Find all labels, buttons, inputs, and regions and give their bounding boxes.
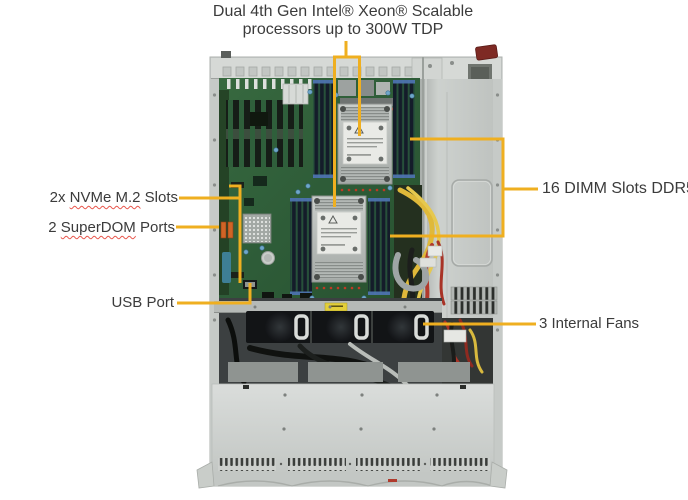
rear-tab	[221, 51, 231, 58]
fans-callout-label: 3 Internal Fans	[539, 315, 640, 332]
psu-bay	[420, 57, 498, 318]
internal-fans	[246, 311, 434, 343]
dimm-bank-4	[368, 198, 390, 295]
fan-clip	[414, 314, 429, 340]
front-panel	[196, 383, 508, 489]
pcie-slots	[226, 100, 303, 167]
warning-sticker	[324, 302, 348, 312]
front-vents	[218, 458, 490, 471]
callout-line-nvme	[179, 184, 242, 283]
chipset-heatsink	[242, 213, 272, 244]
nvme-callout-label: 2x NVMe M.2 Slots	[49, 189, 178, 206]
power-cables	[392, 185, 446, 313]
dimm-callout-label: 16 DIMM Slots DDR5	[542, 180, 688, 197]
usb-callout-label: USB Port	[111, 294, 174, 311]
fan-clip	[294, 314, 309, 340]
chassis-foot-left	[196, 461, 215, 489]
psu-connector	[443, 329, 467, 343]
chassis-foot-right	[489, 461, 508, 489]
dimm-bank-1	[313, 80, 335, 178]
motherboard	[219, 78, 420, 304]
chassis-latch	[475, 44, 499, 61]
superdom-callout-label: 2 SuperDOM Ports	[48, 219, 175, 236]
psu-grille	[450, 286, 498, 315]
callout-line-cpu	[333, 41, 361, 207]
dimm-bank-2	[393, 80, 415, 178]
fan-2	[326, 312, 356, 342]
cpu-callout-line1: Dual 4th Gen Intel® Xeon® Scalable	[212, 3, 474, 20]
chassis	[196, 44, 508, 489]
callout-line-usb	[177, 283, 252, 305]
chip	[250, 112, 268, 126]
vrm-dots	[315, 188, 386, 290]
blue-header	[222, 252, 231, 283]
fan-zone	[214, 298, 493, 390]
drive-cage	[228, 362, 470, 382]
dimm-bank-3	[290, 198, 312, 295]
cpu-socket-2	[311, 195, 367, 283]
superdom-ports	[220, 221, 234, 239]
fan-1	[265, 312, 295, 342]
callout-line-dimm	[390, 137, 538, 238]
fan-clip	[354, 314, 369, 340]
cpu-socket-1	[337, 103, 393, 185]
cpu-callout-line2: processors up to 300W TDP	[242, 21, 444, 38]
psu-stamped-panel	[451, 179, 493, 267]
callout-lines	[176, 41, 538, 326]
side-rails	[210, 79, 502, 484]
fan-3	[387, 312, 417, 342]
front-rim	[212, 473, 494, 486]
cpu-callout-label: Dual 4th Gen Intel® Xeon® Scalable proce…	[213, 3, 473, 39]
fan-headers	[262, 292, 312, 300]
